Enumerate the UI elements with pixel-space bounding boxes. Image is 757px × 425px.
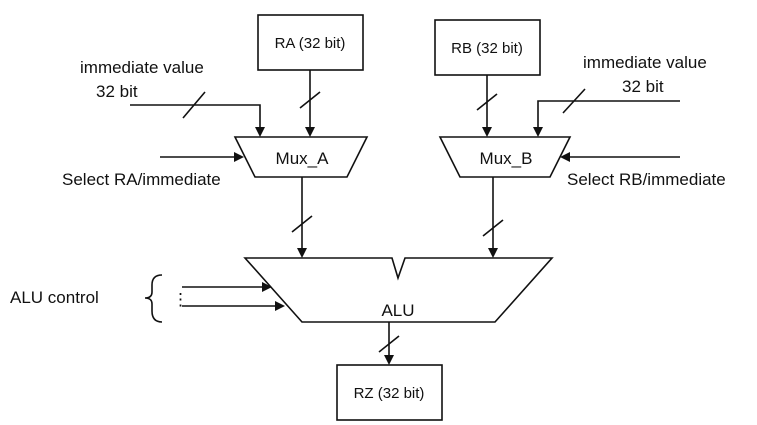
alu-control-dots: ⋮: [172, 290, 189, 309]
register-rz-box: [336, 364, 443, 421]
alu-shape: [243, 257, 554, 323]
immediate-right-slash: [562, 88, 586, 114]
alu-output-slash: [378, 335, 400, 353]
mux-b-label: Mux_B: [480, 149, 533, 168]
immediate-right-label-line1: immediate value: [583, 53, 707, 72]
register-rz-label: RZ (32 bit): [354, 385, 425, 402]
immediate-left-label-line2: 32 bit: [96, 82, 138, 101]
register-rb-label: RB (32 bit): [451, 40, 523, 57]
mux-a-shape: [233, 136, 369, 178]
alu-control-label: ALU control: [10, 288, 99, 307]
register-ra-box: [257, 14, 364, 71]
register-ra-label: RA (32 bit): [275, 35, 346, 52]
alu-control-brace: [144, 274, 163, 323]
select-a-label: Select RA/immediate: [62, 170, 221, 189]
ra-bus-slash: [299, 91, 321, 109]
immediate-left-slash: [182, 91, 206, 119]
immediate-left-label-line1: immediate value: [80, 58, 204, 77]
select-b-label: Select RB/immediate: [567, 170, 726, 189]
rb-bus-slash: [476, 93, 498, 111]
immediate-left-line: [130, 104, 265, 137]
immediate-right-line: [533, 100, 680, 137]
immediate-right-label-line2: 32 bit: [622, 77, 664, 96]
mux-b-shape: [438, 136, 572, 178]
mux-a-label: Mux_A: [276, 149, 330, 168]
alu-label: ALU: [381, 301, 414, 320]
mux-b-bus-slash: [482, 219, 504, 237]
register-rb-box: [434, 19, 541, 76]
mux-a-bus-slash: [291, 215, 313, 233]
